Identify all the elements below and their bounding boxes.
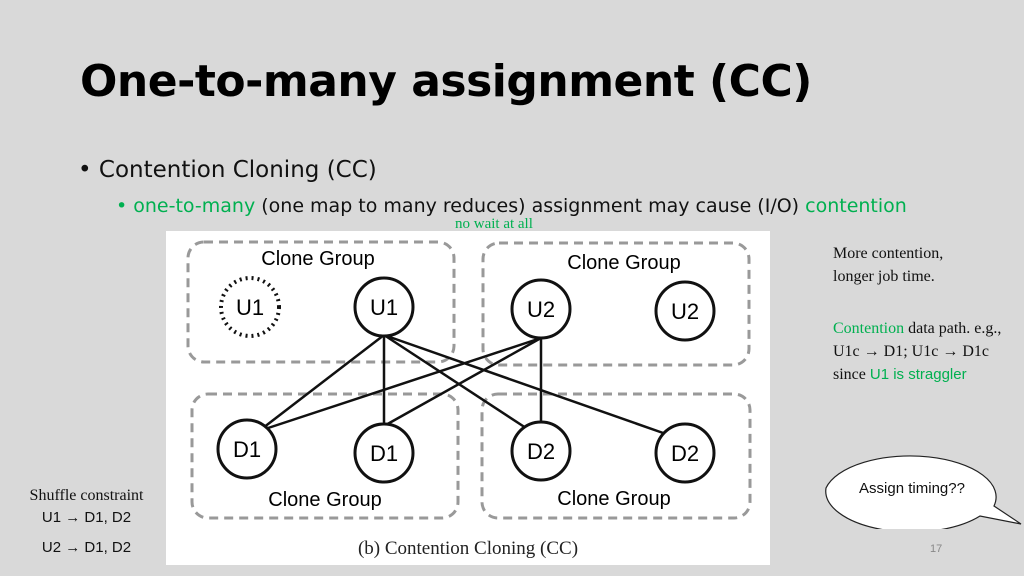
side-note-contention-word: Contention — [833, 320, 905, 337]
edge-u1-d2-left — [383, 333, 527, 430]
side-note-contention: More contention, longer job time. — [833, 245, 944, 285]
node-u1-straggler-label: U1 — [236, 295, 264, 320]
clone-group-box-bottom-left — [190, 392, 460, 520]
edge-u1-d2-right — [383, 333, 667, 436]
shuffle-constraint-u2: U2 → D1, D2 — [41, 539, 132, 556]
clone-group-box-top-left — [186, 240, 456, 364]
node-d2-left — [510, 420, 572, 482]
speech-bubble-shape — [825, 455, 1022, 533]
side-note-straggler: U1 is straggler — [869, 366, 967, 383]
figure-caption: (b) Contention Cloning (CC) — [358, 538, 578, 559]
node-d1-right-label: D1 — [370, 441, 398, 466]
bullet-level2-text: (one map to many reduces) assignment may… — [255, 195, 806, 217]
clone-group-box-bottom-right — [480, 392, 752, 520]
diagram-svg: Clone Group Clone Group Clone Group Clon… — [186, 240, 752, 559]
contention-cloning-figure: Clone Group Clone Group Clone Group Clon… — [166, 231, 770, 565]
edges — [258, 333, 667, 436]
bullet-level2-highlight: one-to-many — [133, 195, 256, 217]
speech-bubble-text: Assign timing?? — [859, 479, 965, 497]
slide-title: One-to-many assignment (CC) — [80, 56, 812, 107]
node-u2-left-label: U2 — [527, 297, 555, 322]
clone-group-label-bottom-left: Clone Group — [268, 489, 381, 511]
node-u1-label: U1 — [370, 295, 398, 320]
node-u1 — [353, 276, 415, 338]
node-d1-left-label: D1 — [233, 437, 261, 462]
clone-group-label-bottom-right: Clone Group — [557, 488, 670, 510]
clone-group-label-top-right: Clone Group — [567, 252, 680, 274]
node-d1-left — [216, 418, 278, 480]
no-wait-annotation: no wait at all — [455, 216, 533, 232]
node-d2-left-label: D2 — [527, 439, 555, 464]
clone-group-label-top-left: Clone Group — [261, 248, 374, 270]
shuffle-constraint-u1: U1 → D1, D2 — [41, 509, 132, 526]
bullet-level2: • one-to-many (one map to many reduces) … — [116, 195, 907, 217]
node-u2-right — [654, 280, 716, 342]
edge-u2-d1-right — [383, 336, 542, 428]
clone-group-box-top-right — [481, 241, 751, 367]
bullet-level2-highlight-end: contention — [805, 195, 907, 217]
edge-u1-d1-left — [258, 334, 385, 432]
node-d2-right — [654, 422, 716, 484]
bullet-level1-text: Contention Cloning (CC) — [98, 157, 377, 183]
shuffle-constraint-heading: Shuffle constraint — [29, 487, 144, 504]
shuffle-constraint: Shuffle constraint U1 → D1, D2 U2 → D1, … — [14, 487, 159, 556]
node-u2-left — [510, 278, 572, 340]
node-d2-right-label: D2 — [671, 441, 699, 466]
page-number: 17 — [930, 543, 943, 555]
node-u2-right-label: U2 — [671, 299, 699, 324]
node-d1-right — [353, 422, 415, 484]
speech-bubble: Assign timing?? — [822, 444, 1024, 533]
bullet-level1: • Contention Cloning (CC) — [78, 157, 377, 183]
bullet-dot-green: • — [116, 195, 128, 217]
edge-u2-d1-left — [258, 336, 542, 433]
bullet-dot: • — [78, 157, 92, 183]
side-note-data-path-text: data path. e.g., U1c → D1; U1c → D1c sin… — [833, 320, 1002, 383]
node-u1-straggler — [219, 276, 281, 338]
side-note-data-path: Contention data path. e.g., U1c → D1; U1… — [833, 317, 1003, 386]
